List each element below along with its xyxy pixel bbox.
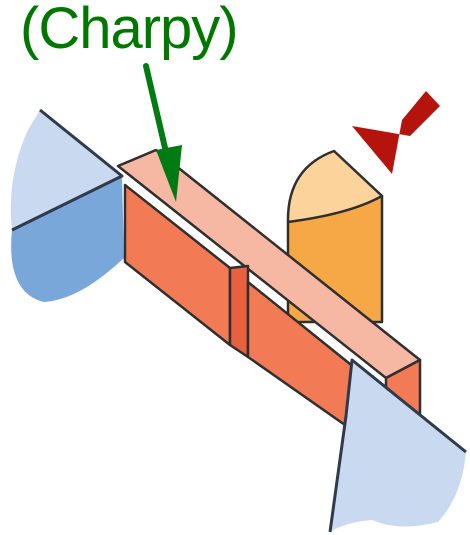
- right-anvil-support: [328, 358, 467, 533]
- striker-top: [286, 149, 384, 224]
- specimen-bar: [116, 148, 422, 434]
- charpy-label: (Charpy): [20, 0, 239, 61]
- striker: [286, 149, 384, 324]
- pointer-arrow-icon: [143, 63, 182, 202]
- specimen-notch: [228, 264, 250, 359]
- right-anvil-edge: [328, 358, 467, 533]
- left-anvil-support: [10, 108, 124, 302]
- right-anvil-face: [330, 360, 466, 532]
- left-anvil-edge: [11, 108, 124, 232]
- impact-arrow-icon: [352, 91, 440, 174]
- left-anvil-shadow: [11, 176, 124, 302]
- left-anvil-face: [10, 110, 122, 230]
